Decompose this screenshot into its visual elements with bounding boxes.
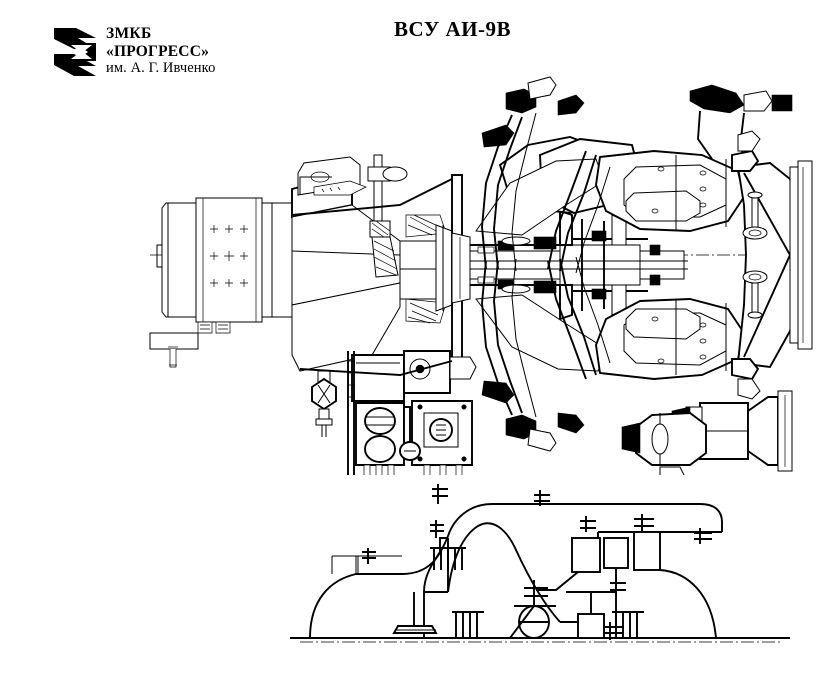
right-housing-dome-outline	[534, 490, 723, 640]
brand-line-2: «ПРОГРЕСС»	[106, 42, 210, 60]
brand-block: ЗМКБ «ПРОГРЕСС» им. А. Г. Ивченко	[52, 24, 215, 78]
upper-mounting-frame	[291, 176, 453, 376]
brand-text: ЗМКБ «ПРОГРЕСС» им. А. Г. Ивченко	[106, 24, 215, 77]
main-cutaway-drawing	[149, 76, 813, 475]
fuel-pump-regulator-unit	[347, 350, 477, 475]
progress-chevron-logo	[54, 28, 96, 76]
bleed-air-outlet-flange	[671, 390, 793, 472]
brand-line-3: им. А. Г. Ивченко	[106, 60, 216, 77]
lower-left-support-bracket	[149, 332, 199, 368]
drain-valve-assembly	[311, 370, 337, 437]
lower-right-accessory-canister	[621, 412, 707, 475]
bottom-schematic-drawing	[290, 484, 790, 643]
external-fuel-and-air-piping	[481, 76, 793, 452]
central-accessory-stack	[392, 484, 644, 639]
page-title-text: ВСУ АИ-9В	[393, 17, 512, 41]
cone-studs	[742, 191, 768, 319]
starter-generator-cylinder	[156, 197, 273, 334]
left-housing-dome-outline	[309, 503, 700, 639]
centrifugal-compressor	[399, 174, 471, 366]
brand-line-1: ЗМКБ	[106, 25, 152, 42]
bearing-blocks	[497, 230, 661, 300]
page-title: ВСУ АИ-9В	[0, 17, 840, 42]
generator-fastener-marks	[210, 225, 248, 287]
fin-comb-marks-lower	[452, 611, 484, 638]
exhaust-cone-nozzle	[731, 130, 813, 400]
accessory-gearbox-housing	[271, 154, 408, 372]
annular-combustion-chamber	[475, 136, 746, 380]
casing-rivets	[651, 166, 707, 364]
fin-comb-marks-centre	[430, 547, 466, 570]
unit-mounting-studs	[363, 464, 463, 475]
